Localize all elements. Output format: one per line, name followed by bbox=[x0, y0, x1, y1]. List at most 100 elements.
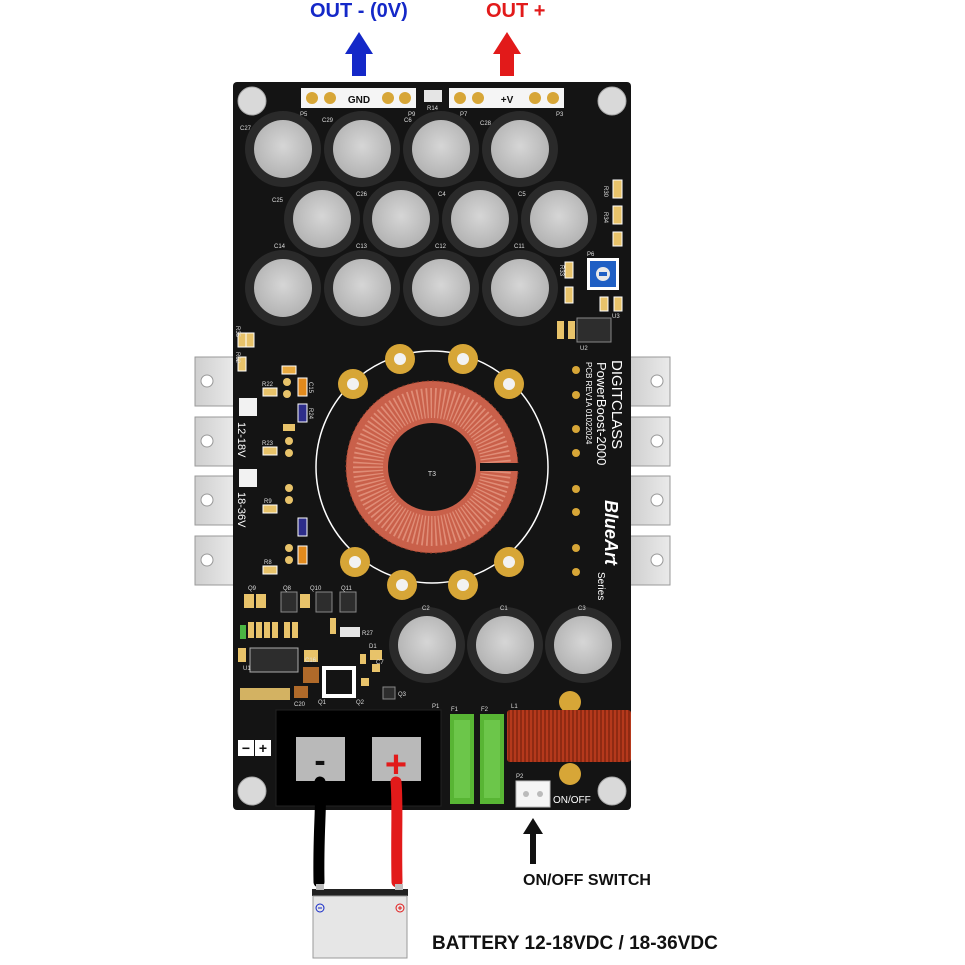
brand-name: DIGITCLASS bbox=[608, 360, 625, 449]
capacitor-c1 bbox=[467, 607, 543, 683]
polarity-plus: + bbox=[259, 740, 267, 756]
vplus-label: +V bbox=[501, 95, 514, 106]
capacitor-c26 bbox=[363, 181, 439, 257]
left-heatsinks bbox=[194, 356, 236, 586]
ref-q10: Q10 bbox=[310, 586, 322, 592]
cap-ref-c2: C2 bbox=[422, 606, 430, 612]
ref-l1: L1 bbox=[511, 704, 518, 710]
ref-c7: C7 bbox=[376, 660, 384, 666]
out-positive-arrow bbox=[493, 32, 521, 76]
ref-p1: P1 bbox=[432, 704, 440, 710]
ref-r23: R23 bbox=[262, 441, 274, 447]
ref-p2: P2 bbox=[516, 774, 524, 780]
capacitor-c5 bbox=[521, 181, 597, 257]
ref-r24: R24 bbox=[307, 408, 313, 420]
left-smd-parts bbox=[237, 332, 308, 575]
out-negative-label: OUT - (0V) bbox=[310, 0, 408, 22]
capacitor-c3 bbox=[545, 607, 621, 683]
range-label-12-18: 12-18V bbox=[235, 422, 247, 458]
capacitor-c28 bbox=[482, 111, 558, 187]
ref-f1: F1 bbox=[451, 707, 459, 713]
ref-r22: R22 bbox=[262, 382, 274, 388]
left-smd-refs: R22 R23 R9 R8 C15 R24 R35 R32 bbox=[234, 326, 313, 566]
toroid-ref: T3 bbox=[428, 471, 436, 478]
battery-label: BATTERY 12-18VDC / 18-36VDC bbox=[432, 933, 718, 954]
right-heatsinks bbox=[629, 356, 671, 586]
right-smd-parts bbox=[557, 179, 623, 343]
series-logo: BlueArt bbox=[601, 500, 621, 566]
input-capacitors bbox=[389, 607, 621, 683]
capacitor-c2 bbox=[389, 607, 465, 683]
range-jumper-18-36 bbox=[239, 469, 257, 487]
capacitor-c29 bbox=[324, 111, 400, 187]
gnd-output-header: GND bbox=[301, 88, 416, 108]
capacitor-c14 bbox=[245, 250, 321, 326]
cap-ref-c27: C27 bbox=[240, 126, 252, 132]
ref-u3: U3 bbox=[612, 314, 620, 320]
model-name: PowerBoost-2000 bbox=[594, 362, 609, 465]
ref-c15: C15 bbox=[307, 382, 313, 394]
ref-q3: Q3 bbox=[398, 692, 407, 698]
ref-q2: Q2 bbox=[356, 700, 365, 706]
ref-p9: P9 bbox=[408, 112, 416, 118]
revision-text: PCB REV1A 01022024 bbox=[584, 362, 593, 445]
series-word: Series bbox=[595, 572, 606, 600]
capacitor-c11 bbox=[482, 250, 558, 326]
vplus-output-header: +V bbox=[449, 88, 564, 108]
capacitor-c25 bbox=[284, 181, 360, 257]
ref-r9: R9 bbox=[264, 499, 272, 505]
capacitor-c4 bbox=[442, 181, 518, 257]
ref-c20: C20 bbox=[294, 702, 306, 708]
onoff-switch-label: ON/OFF SWITCH bbox=[523, 872, 651, 889]
range-jumper-12-18 bbox=[239, 398, 257, 416]
ref-r35: R35 bbox=[234, 326, 240, 338]
polarity-minus: − bbox=[242, 740, 250, 756]
ref-q1: Q1 bbox=[318, 700, 327, 706]
ref-r33: R33 bbox=[558, 265, 564, 277]
polarity-marks: − + bbox=[238, 740, 271, 756]
fuses: F1 F2 bbox=[450, 707, 504, 804]
ref-r34: R34 bbox=[602, 212, 608, 224]
ref-u2: U2 bbox=[580, 346, 588, 352]
onoff-board-label: ON/OFF bbox=[553, 795, 591, 806]
ref-f2: F2 bbox=[481, 707, 489, 713]
right-smd-refs: R30 R34 R33 P6 U3 U2 bbox=[558, 186, 620, 352]
toroid-transformer: T3 bbox=[315, 344, 549, 600]
terminal-minus: - bbox=[314, 742, 325, 780]
ref-q9: Q9 bbox=[248, 586, 257, 592]
cap-ref-c4: C4 bbox=[438, 192, 446, 198]
ref-p5: P5 bbox=[300, 112, 308, 118]
cap-ref-c14: C14 bbox=[274, 244, 286, 250]
input-inductor: L1 bbox=[507, 691, 631, 785]
battery-wires bbox=[313, 776, 403, 888]
header-refs: P5 P9 R14 P7 P3 bbox=[300, 106, 564, 118]
cap-ref-c5: C5 bbox=[518, 192, 526, 198]
ref-q8: Q8 bbox=[283, 586, 292, 592]
terminal-plus: + bbox=[385, 744, 407, 786]
cap-ref-c26: C26 bbox=[356, 192, 368, 198]
ref-q11: Q11 bbox=[341, 586, 353, 592]
ref-r14: R14 bbox=[427, 106, 439, 112]
cap-ref-c11: C11 bbox=[514, 244, 525, 250]
cap-ref-c13: C13 bbox=[356, 244, 368, 250]
ref-r8: R8 bbox=[264, 560, 272, 566]
ref-u1: U1 bbox=[243, 666, 251, 672]
cap-ref-c29: C29 bbox=[322, 118, 334, 124]
onoff-arrow bbox=[523, 818, 543, 864]
cap-ref-c1: C1 bbox=[500, 606, 508, 612]
battery-icon bbox=[312, 884, 408, 959]
ref-c16: C16 bbox=[305, 658, 317, 664]
control-refs: Q9 Q8 Q10 Q11 R27 D1 C16 C7 U1 Q1 Q2 Q3 … bbox=[243, 586, 407, 708]
control-section bbox=[238, 591, 396, 700]
ref-r32: R32 bbox=[234, 352, 240, 364]
cap-ref-c6: C6 bbox=[404, 118, 412, 124]
range-label-18-36: 18-36V bbox=[235, 492, 247, 528]
capacitor-c12 bbox=[403, 250, 479, 326]
mounting-holes bbox=[237, 86, 627, 806]
capacitor-c6 bbox=[403, 111, 479, 187]
capacitor-c13 bbox=[324, 250, 400, 326]
ref-p6: P6 bbox=[587, 252, 595, 258]
cap-ref-c25: C25 bbox=[272, 198, 284, 204]
